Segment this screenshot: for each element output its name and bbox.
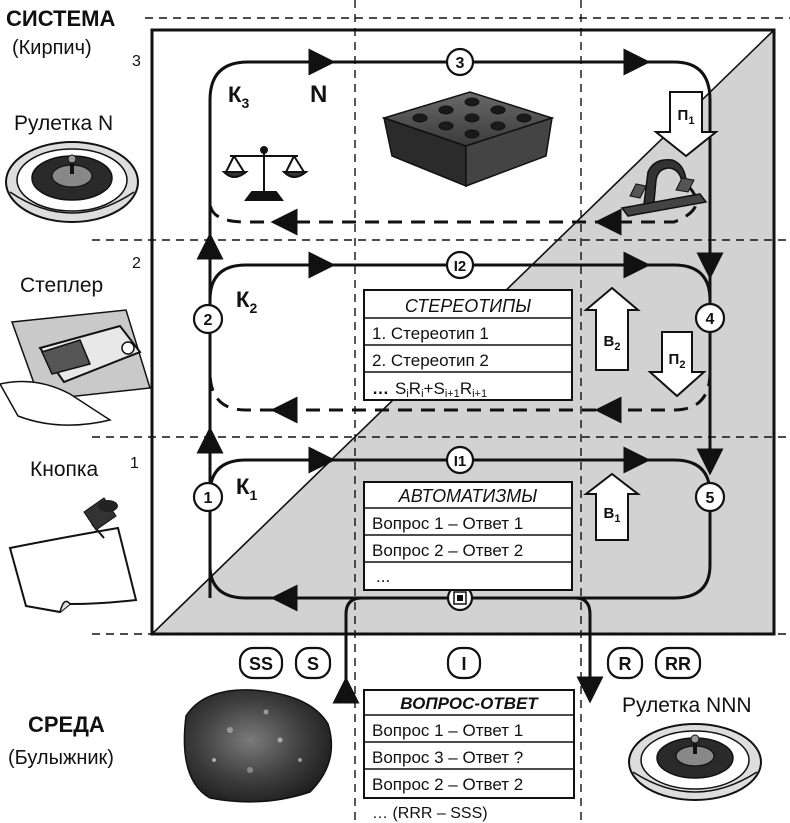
badge-r: R [606, 646, 644, 680]
badge-i: I [446, 646, 482, 680]
svg-text:Вопрос 3 – Ответ ?: Вопрос 3 – Ответ ? [372, 748, 523, 767]
roulette-nnn-label: Рулетка NNN [622, 694, 752, 717]
svg-text:АВТОМАТИЗМЫ: АВТОМАТИЗМЫ [398, 486, 538, 506]
badge-ss: SS [238, 646, 284, 680]
system-subtitle: (Кирпич) [12, 37, 92, 59]
loop-k3 [208, 48, 712, 470]
svg-text:В1: В1 [604, 505, 621, 525]
node-3: 3 [445, 47, 475, 77]
svg-text:Вопрос 1 – Ответ 1: Вопрос 1 – Ответ 1 [372, 514, 523, 533]
svg-text:1. Стереотип 1: 1. Стереотип 1 [372, 324, 489, 343]
svg-text:П2: П2 [669, 351, 686, 371]
svg-text:3: 3 [456, 55, 465, 72]
io-lines [332, 596, 604, 704]
system-title: СИСТЕМА [6, 6, 115, 31]
node-4: 4 [694, 302, 726, 334]
svg-text:S: S [307, 654, 319, 674]
loop-k1-label: К1 [236, 474, 257, 503]
arrow-b2: В2 [583, 286, 641, 371]
node-i1: I1 [445, 445, 475, 475]
svg-text:4: 4 [706, 311, 715, 328]
svg-text:Вопрос 1 – Ответ 1: Вопрос 1 – Ответ 1 [372, 721, 523, 740]
svg-text:1: 1 [204, 490, 213, 507]
stapler-label: Степлер [20, 274, 103, 297]
n-label: N [310, 81, 327, 108]
svg-text:СТЕРЕОТИПЫ: СТЕРЕОТИПЫ [405, 296, 531, 316]
level-3-label: 3 [132, 53, 141, 70]
svg-text:Вопрос 2 – Ответ 2: Вопрос 2 – Ответ 2 [372, 541, 523, 560]
arrow-p1: П1 [653, 91, 719, 158]
stapler-icon [0, 309, 151, 426]
arrow-p2: П2 [647, 331, 707, 398]
button-label: Кнопка [30, 458, 99, 481]
badge-s: S [294, 646, 332, 680]
svg-text:2. Стереотип 2: 2. Стереотип 2 [372, 351, 489, 370]
svg-text:ВОПРОС-ОТВЕТ: ВОПРОС-ОТВЕТ [400, 694, 539, 713]
scales-icon [221, 146, 309, 201]
node-1: 1 [192, 481, 224, 513]
svg-text:Вопрос 2 – Ответ 2: Вопрос 2 – Ответ 2 [372, 775, 523, 794]
environment-subtitle: (Булыжник) [8, 747, 114, 769]
brick-image [381, 91, 555, 188]
roulette-wheel-icon [5, 141, 139, 223]
loop-k3-label: К3 [228, 82, 249, 111]
automatisms-table: АВТОМАТИЗМЫ Вопрос 1 – Ответ 1 Вопрос 2 … [363, 481, 573, 591]
level-1-label: 1 [130, 455, 139, 472]
node-5: 5 [694, 481, 726, 513]
roulette-nnn-icon [628, 723, 762, 801]
svg-text:I: I [461, 654, 466, 674]
svg-text:R: R [619, 654, 632, 674]
stereotypes-table: СТЕРЕОТИПЫ 1. Стереотип 1 2. Стереотип 2… [363, 289, 573, 401]
badge-rr: RR [654, 646, 702, 680]
cobblestone-image [183, 689, 333, 803]
node-i2: I2 [445, 250, 475, 280]
svg-text:2: 2 [204, 312, 213, 329]
faucet-icon [620, 159, 708, 217]
svg-text:П1: П1 [678, 107, 695, 127]
svg-text:5: 5 [706, 490, 715, 507]
svg-text:...: ... [376, 567, 390, 586]
svg-text:I1: I1 [454, 453, 467, 470]
svg-text:SS: SS [249, 654, 273, 674]
svg-text:…SiRi+Si+1Ri+1: …SiRi+Si+1Ri+1 [372, 379, 487, 400]
roulette-n-label: Рулетка N [14, 112, 113, 135]
question-answer-table: ВОПРОС-ОТВЕТ Вопрос 1 – Ответ 1 Вопрос 3… [363, 689, 575, 822]
arrow-b1: В1 [583, 472, 641, 541]
level-2-label: 2 [132, 255, 141, 272]
svg-text:… (RRR – SSS): … (RRR – SSS) [372, 805, 488, 822]
svg-text:RR: RR [665, 654, 691, 674]
loop-k2-label: К2 [236, 287, 257, 316]
loop-k1 [208, 446, 712, 612]
pinned-note-icon [8, 497, 138, 614]
svg-text:В2: В2 [604, 333, 621, 353]
node-2: 2 [192, 303, 224, 335]
svg-text:I2: I2 [454, 258, 467, 275]
environment-title: СРЕДА [28, 712, 105, 737]
